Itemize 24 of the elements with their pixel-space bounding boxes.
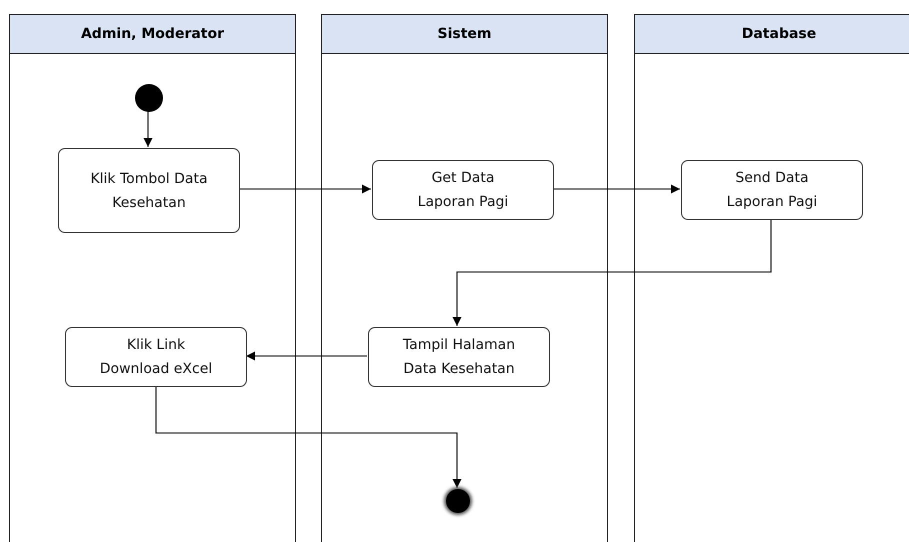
arrow bbox=[144, 111, 152, 147]
arrow bbox=[553, 184, 680, 194]
activity-node-circle bbox=[135, 84, 163, 112]
swimlane bbox=[321, 14, 608, 542]
activity-box bbox=[65, 327, 247, 387]
activity-box bbox=[368, 327, 550, 387]
activity-box bbox=[372, 160, 554, 220]
activity-label: Tampil Halaman Data Kesehatan bbox=[402, 336, 516, 379]
arrow bbox=[155, 386, 462, 488]
activity-label: Klik Link Download eXcel bbox=[98, 336, 214, 379]
lane-title: Database bbox=[742, 26, 816, 42]
arrow bbox=[239, 184, 371, 194]
activity-node-circle bbox=[446, 489, 470, 513]
lane-title: Sistem bbox=[438, 26, 492, 42]
swimlane bbox=[9, 14, 296, 542]
activity-label: Send Data Laporan Pagi bbox=[726, 169, 818, 212]
arrow bbox=[246, 352, 367, 360]
activity-label: Get Data Laporan Pagi bbox=[416, 169, 510, 212]
activity-label: Klik Tombol Data Kesehatan bbox=[89, 170, 209, 212]
arrow bbox=[452, 219, 772, 326]
activity-box bbox=[58, 148, 240, 233]
lane-title: Admin, Moderator bbox=[80, 26, 224, 42]
activity-box bbox=[681, 160, 863, 220]
swimlane bbox=[634, 14, 909, 542]
